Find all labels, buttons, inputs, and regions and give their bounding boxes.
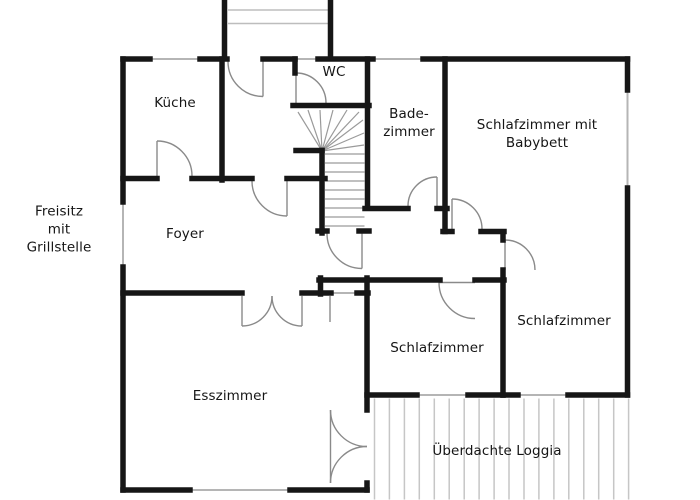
door-entrance — [227, 61, 264, 98]
label-wc: WC — [322, 64, 346, 81]
label-esszimmer: Esszimmer — [192, 388, 268, 405]
windows — [122, 58, 629, 491]
label-freisitz: Freisitz mit Grillstelle — [26, 203, 92, 255]
label-schlafzimmer-mitte: Schlafzimmer — [390, 340, 484, 357]
label-foyer: Foyer — [166, 226, 204, 243]
walls — [120, 0, 631, 493]
stairs — [297, 109, 365, 227]
label-loggia: Überdachte Loggia — [432, 443, 562, 460]
label-kueche: Küche — [154, 95, 196, 112]
door-schlafzimmer-rechts — [504, 239, 536, 271]
label-schlafzimmer-rechts: Schlafzimmer — [517, 313, 611, 330]
loggia-decking — [373, 398, 630, 500]
doors — [156, 61, 536, 484]
door-stairs — [326, 233, 363, 270]
entrance-steps — [228, 9, 328, 25]
label-schlafzimmer-babybett: Schlafzimmer mit Babybett — [476, 117, 598, 151]
french-door-loggia — [329, 409, 368, 484]
door-badezimmer — [407, 176, 438, 207]
door-wc — [295, 72, 327, 104]
door-hall-foyer — [251, 180, 288, 217]
door-schlafzimmer-mitte — [438, 281, 476, 320]
door-babybett — [451, 198, 483, 230]
door-kueche — [156, 140, 193, 177]
double-door-esszimmer — [241, 295, 303, 327]
label-badezimmer: Bade- zimmer — [383, 106, 435, 140]
